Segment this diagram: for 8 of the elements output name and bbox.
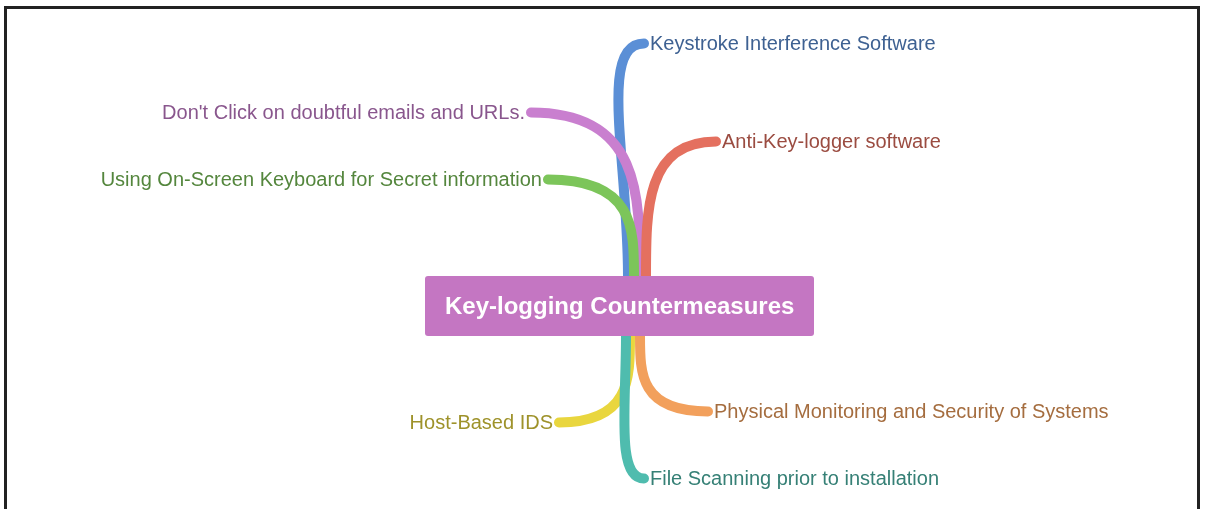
branch-label: Host-Based IDS [409,408,553,437]
branch-label: Anti-Key-logger software [722,127,941,156]
branch-label: Physical Monitoring and Security of Systems [714,397,1109,426]
branch-label: Keystroke Interference Software [650,29,936,58]
branch-label: File Scanning prior to installation [650,464,940,493]
central-topic: Key-logging Countermeasures [425,276,815,336]
branch-label: Don't Click on doubtful emails and URLs. [162,98,525,127]
branch-label: Using On-Screen Keyboard for Secret information [12,165,542,194]
